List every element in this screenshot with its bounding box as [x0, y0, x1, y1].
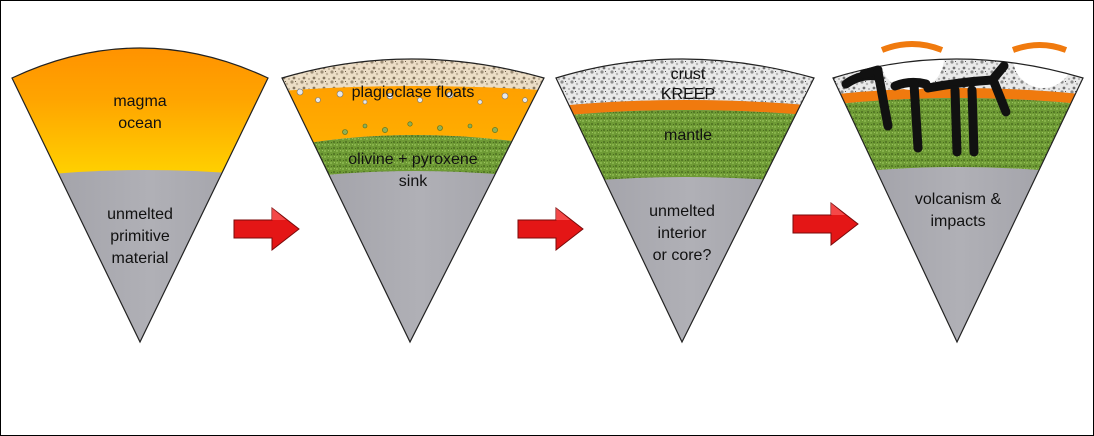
mantle-layer	[556, 110, 814, 186]
stage-4-label-1: volcanism &	[915, 191, 1002, 208]
stage-3-label-5: interior	[658, 225, 708, 242]
stage-2-label-2: olivine + pyroxene	[348, 151, 478, 168]
crater-rim	[1011, 42, 1068, 53]
kreep-layer	[833, 88, 1083, 106]
magma-ocean-layer	[12, 48, 268, 180]
stage-4-label-2: impacts	[930, 213, 985, 230]
stage-3-label-6: or core?	[653, 247, 712, 264]
stage-1-outline	[11, 47, 269, 344]
stage-3-label-kreep: KREEP	[661, 86, 715, 103]
impact-crater	[1013, 59, 1073, 88]
crust-layer	[556, 59, 814, 108]
stage-2-label-3: sink	[399, 173, 428, 190]
stage-1-label-4: primitive	[110, 228, 170, 245]
stage-1-label-2: ocean	[118, 115, 162, 132]
red-arrow-icon	[517, 206, 584, 252]
stage-2-wedge	[282, 59, 544, 342]
impact-crater	[880, 59, 944, 90]
unmelted-interior-layer	[12, 170, 268, 342]
plagioclase-layer	[282, 59, 544, 92]
sinking-crystals-layer	[282, 135, 544, 182]
stage-3-label-4: unmelted	[649, 203, 715, 220]
kreep-layer	[556, 100, 814, 118]
stage-1-wedge	[12, 48, 268, 342]
stage-3-label-crust: crust	[671, 66, 706, 83]
red-arrow-icon	[233, 206, 300, 252]
crater-rim	[880, 41, 944, 53]
stage-1-label-5: material	[112, 250, 169, 267]
stage-1-label-1: magma	[113, 93, 166, 110]
stage-2-outline	[281, 58, 545, 344]
red-arrow-icon	[792, 201, 859, 247]
volcanic-dikes	[841, 61, 1011, 157]
stage-3-label-mantle: mantle	[664, 127, 712, 144]
stage-2-label-1: plagioclase floats	[352, 84, 475, 101]
stage-3-outline	[555, 58, 815, 344]
stage-3-wedge	[556, 59, 814, 342]
stage-1-label-3: unmelted	[107, 206, 173, 223]
